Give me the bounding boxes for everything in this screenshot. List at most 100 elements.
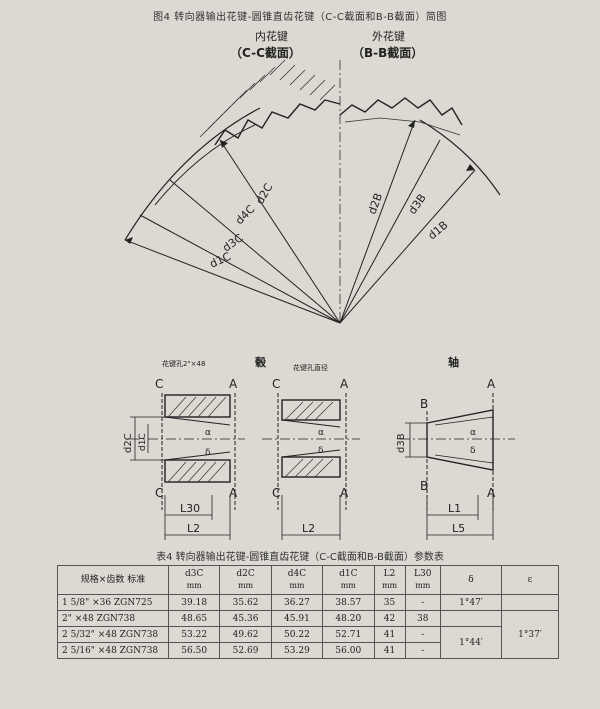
dim-d1c-left: d1C (138, 433, 148, 451)
section-letter-a: A (487, 377, 496, 391)
alpha-left: α (205, 428, 211, 438)
table-row: 1 5/8" ×36 ZGN725 39.18 35.62 36.27 38.5… (57, 594, 559, 611)
cell-spec: 2" ×48 ZGN738 (57, 610, 169, 627)
outer-arc (124, 107, 261, 241)
middle-hub-section: C A C A α δ L2 (262, 377, 360, 540)
header-epsilon: ε (501, 565, 559, 595)
cell-d2c: 49.62 (219, 626, 272, 643)
hatched-region (199, 59, 336, 138)
shaft-label: 轴 (448, 355, 459, 369)
dim-d2c-top: d2C (253, 181, 275, 207)
outer-spline-teeth (339, 97, 463, 126)
section-letter-c: C (155, 486, 163, 500)
section-letter-c: C (272, 377, 280, 391)
alpha-mid: α (318, 428, 324, 438)
section-letter-a: A (340, 486, 349, 500)
table-row: 2" ×48 ZGN738 48.65 45.36 45.91 48.20 42… (57, 610, 559, 659)
dim-d3b-shaft: d3B (396, 433, 407, 453)
cell-l2: 41 (373, 642, 406, 659)
middle-note: 花键孔直径 (293, 363, 328, 372)
cell-delta-merged: 1°44′ (440, 626, 502, 659)
cell-d4c: 36.27 (270, 594, 324, 611)
arrow-head (220, 140, 228, 148)
cell-d1c: 52.71 (322, 626, 375, 643)
table-title: 表4 转向器输出花键-圆锥直齿花键（C-C截面和B-B截面）参数表 (156, 552, 444, 563)
hub-label: 毂 (255, 355, 267, 369)
outer-spline-label: 外花键 (372, 29, 405, 43)
cell-d1c: 38.57 (322, 594, 375, 611)
section-letter-b: B (420, 397, 428, 411)
left-hub-section: C A C A d2C d1C α δ (123, 377, 245, 540)
cell-d3c: 53.22 (167, 626, 221, 643)
cell-d3c: 48.65 (167, 610, 221, 627)
cell-d2c: 35.62 (219, 594, 272, 611)
cell-delta (440, 610, 502, 627)
inner-spline-teeth (214, 99, 341, 146)
alpha-shaft: α (470, 428, 476, 438)
cell-spec: 2 5/32" ×48 ZGN738 (57, 626, 169, 643)
cell-l30: - (404, 642, 442, 659)
section-letter-a: A (229, 377, 238, 391)
shaft-section: B A B A d3B α δ L1 L5 (396, 377, 515, 540)
cell-l2: 35 (373, 594, 406, 611)
section-detail-diagrams: 花键孔2"×48 毂 花键孔直径 轴 C A C A d2C d (123, 355, 515, 540)
dim-l2: L2 (187, 522, 200, 535)
spline-radial-diagram: 内花键 （C-C截面） 外花键 （B-B截面） (124, 29, 501, 325)
cell-d4c: 50.22 (270, 626, 324, 643)
arrow-head (408, 120, 415, 128)
section-letter-a: A (340, 377, 349, 391)
cell-d3c: 56.50 (167, 642, 221, 659)
dim-l30: L30 (180, 502, 200, 515)
dim-l2-mid: L2 (302, 522, 315, 535)
table-row: 2 5/16" ×48 ZGN738 56.50 52.69 53.29 56.… (57, 642, 559, 659)
dim-l1: L1 (448, 502, 461, 515)
inner-spline-section: （C-C截面） (230, 45, 301, 60)
section-letter-b: B (420, 479, 428, 493)
arrow-head (466, 164, 475, 171)
cell-epsilon-merged: 1°37′ (501, 610, 559, 659)
outer-arc-right (419, 119, 501, 196)
section-letter-c: C (272, 486, 280, 500)
cell-d4c: 53.29 (270, 642, 324, 659)
cell-l30: - (404, 626, 442, 643)
cell-d2c: 45.36 (219, 610, 272, 627)
cell-d3c: 39.18 (167, 594, 221, 611)
cell-l30: - (404, 594, 442, 611)
outer-spline-section: （B-B截面） (352, 45, 423, 60)
cell-l2: 41 (373, 626, 406, 643)
cell-delta: 1°47′ (440, 594, 502, 611)
inner-spline-label: 内花键 (255, 29, 288, 43)
dim-l5: L5 (452, 522, 465, 535)
cell-d1c: 48.20 (322, 610, 375, 627)
arrow-head (125, 237, 133, 244)
cell-d1c: 56.00 (322, 642, 375, 659)
figure-title: 图4 转向器输出花键-圆锥直齿花键（C-C截面和B-B截面）简图 (153, 12, 447, 23)
cell-l2: 42 (373, 610, 406, 627)
delta-mid: δ (318, 446, 324, 456)
cell-spec: 2 5/16" ×48 ZGN738 (57, 642, 169, 659)
cell-d2c: 52.69 (219, 642, 272, 659)
left-note: 花键孔2"×48 (162, 359, 205, 368)
section-letter-a: A (229, 486, 238, 500)
delta-shaft: δ (470, 446, 476, 456)
table-row: 2 5/32" ×48 ZGN738 53.22 49.62 50.22 52.… (57, 626, 559, 659)
inner-arc-left (154, 124, 256, 206)
outer-spline-base (344, 117, 461, 136)
delta-left: δ (205, 448, 211, 458)
cell-spec: 1 5/8" ×36 ZGN725 (57, 594, 169, 611)
section-letter-a: A (487, 486, 496, 500)
section-letter-c: C (155, 377, 163, 391)
header-delta: δ (440, 565, 502, 595)
cell-l30: 38 (404, 610, 442, 627)
cell-d4c: 45.91 (270, 610, 324, 627)
dim-d4c-top: d4C (233, 202, 258, 227)
header-spec: 规格×齿数 标准 (57, 565, 169, 595)
radial-lines (124, 119, 476, 324)
